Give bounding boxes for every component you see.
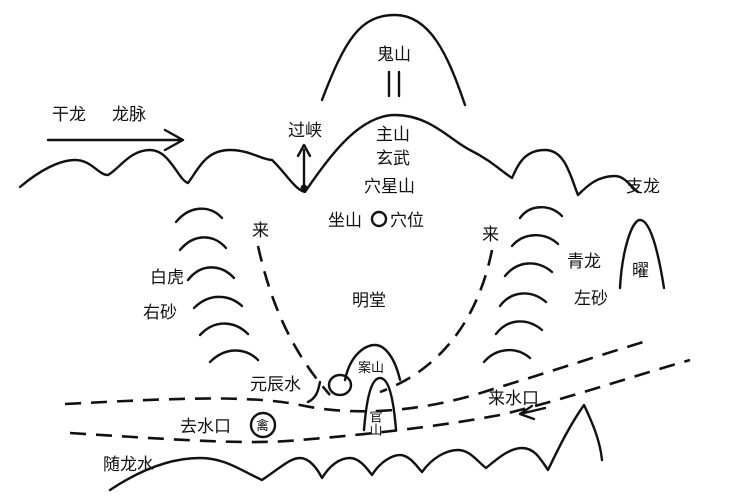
label-xue-xing-shan: 穴星山 (364, 177, 415, 197)
label-sui-long-shui: 随龙水 (103, 455, 154, 475)
pass-dot (300, 184, 308, 192)
label-lai-shui-kou: 来水口 (488, 389, 539, 409)
right-flow-dashed (379, 249, 494, 394)
yuanchen-curve (306, 380, 322, 404)
label-zuo-sha: 左砂 (574, 289, 608, 309)
right-hills (482, 206, 564, 364)
left-hills (174, 207, 260, 364)
label-qu-shui-kou: 去水口 (180, 417, 231, 437)
label-gan-long: 干龙 (52, 105, 86, 125)
official-mountain (362, 376, 398, 432)
label-zuo-shan: 坐山 (328, 211, 362, 231)
label-qing-long: 青龙 (567, 252, 601, 272)
label-an-shan: 案山 (358, 361, 384, 376)
lower-river-dashed (69, 358, 691, 444)
label-yao: 曜 (632, 261, 649, 281)
label-zhu-shan: 主山 (376, 125, 410, 145)
label-guo-xia: 过峡 (288, 121, 322, 141)
label-yuan-chen-shui: 元辰水 (250, 375, 301, 395)
label-guan-shan: 官山 (367, 409, 383, 436)
label-zhi-long: 支龙 (626, 177, 660, 197)
upper-river-dashed (64, 338, 651, 413)
yuanchen-oval (327, 373, 353, 397)
yao-peak (618, 218, 666, 290)
left-flow-dashed (256, 245, 331, 396)
label-you-sha: 右砂 (143, 303, 177, 323)
label-bai-hu: 白虎 (150, 268, 184, 288)
ghost-mountain (320, 13, 467, 107)
label-xue-wei: 穴位 (390, 211, 424, 231)
incoming-water-arrow (518, 404, 547, 421)
label-ming-tang: 明堂 (352, 291, 386, 311)
qin-circle (249, 411, 277, 439)
table-mountain (343, 343, 402, 382)
label-gui-shan: 鬼山 (377, 45, 411, 65)
label-long-mai: 龙脉 (112, 105, 146, 125)
label-lai-left: 来 (252, 221, 269, 241)
dragon-arrow (46, 128, 185, 152)
main-ridge (18, 113, 640, 197)
pass-arrowhead (296, 143, 312, 158)
bottom-mountains (108, 403, 604, 492)
label-lai-right: 来 (482, 225, 499, 245)
label-xuan-wu: 玄武 (376, 149, 410, 169)
label-qin: 禽 (256, 418, 269, 434)
acupoint-circle (370, 210, 388, 228)
